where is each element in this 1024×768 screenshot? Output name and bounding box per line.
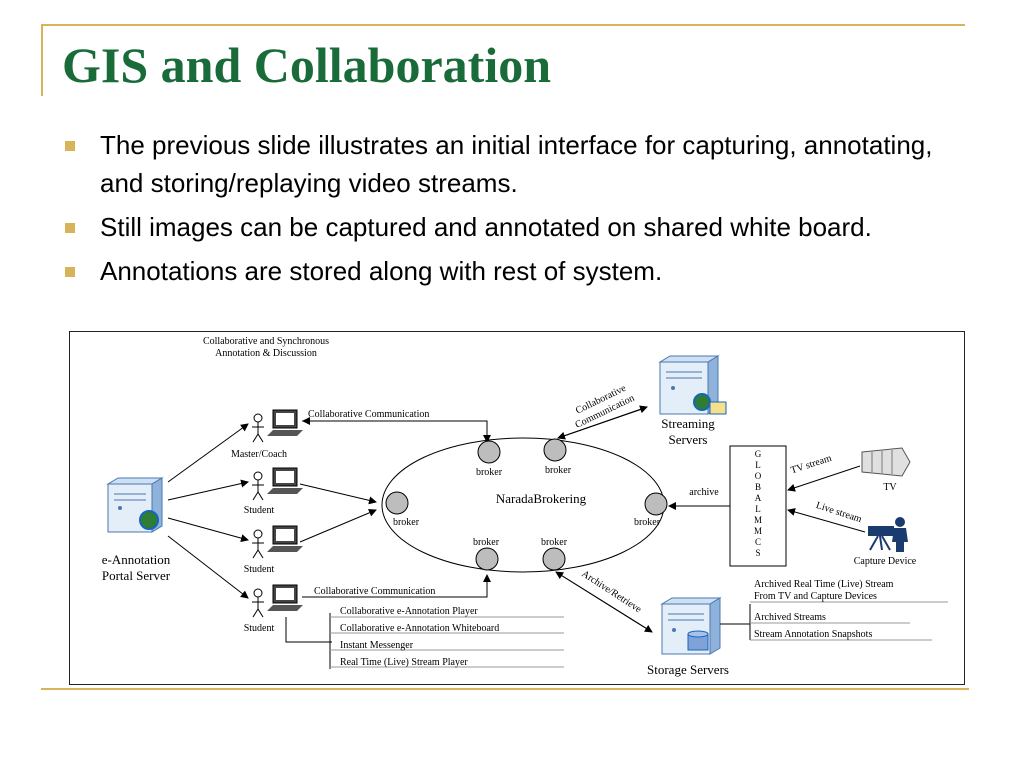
top-rule bbox=[41, 24, 965, 26]
storage-server-icon bbox=[660, 597, 722, 655]
globalmmcs-letters: G L O B A L M M C S bbox=[754, 449, 762, 558]
diagram-heading-line: Collaborative and Synchronous bbox=[203, 336, 329, 347]
user-label: Student bbox=[244, 623, 275, 634]
svg-text:B: B bbox=[755, 482, 761, 492]
storage-servers-label: Storage Servers bbox=[647, 662, 729, 677]
streaming-servers-label: Streaming bbox=[661, 416, 715, 431]
svg-text:M: M bbox=[754, 515, 762, 525]
user-computer-icon bbox=[252, 525, 303, 559]
broker-node bbox=[644, 492, 668, 516]
tool-label: Real Time (Live) Stream Player bbox=[340, 657, 468, 668]
user-label: Master/Coach bbox=[231, 449, 287, 460]
bullet-item: Still images can be captured and annotat… bbox=[62, 208, 962, 246]
collab-bottom-label: Collaborative Communication bbox=[314, 586, 435, 597]
archived-streams-label: Archived Streams bbox=[754, 612, 826, 623]
svg-text:L: L bbox=[755, 504, 761, 514]
tool-label: Collaborative e-Annotation Whiteboard bbox=[340, 623, 499, 634]
archived-realtime-label: Archived Real Time (Live) Stream bbox=[754, 579, 894, 590]
bullet-square-icon bbox=[65, 223, 75, 233]
svg-text:O: O bbox=[755, 471, 762, 481]
user-computer-icon bbox=[252, 584, 303, 618]
left-rule bbox=[41, 24, 43, 96]
broker-node bbox=[542, 547, 566, 571]
architecture-diagram: Collaborative and Synchronous Annotation… bbox=[69, 331, 965, 685]
bullet-square-icon bbox=[65, 267, 75, 277]
user-label: Student bbox=[244, 505, 275, 516]
user-computer-icon bbox=[252, 409, 303, 443]
streaming-servers-label: Servers bbox=[669, 432, 708, 447]
archived-realtime-label: From TV and Capture Devices bbox=[754, 591, 877, 602]
diagram-heading-line: Annotation & Discussion bbox=[215, 348, 317, 359]
broker-label: broker bbox=[634, 517, 661, 528]
svg-text:L: L bbox=[755, 460, 761, 470]
svg-text:M: M bbox=[754, 526, 762, 536]
portal-server-label: Portal Server bbox=[102, 568, 171, 583]
archive-retrieve-label: Archive/Retrieve bbox=[579, 569, 643, 616]
user-computer-icon bbox=[252, 467, 303, 501]
bullet-text: Annotations are stored along with rest o… bbox=[100, 256, 663, 286]
bullet-text: Still images can be captured and annotat… bbox=[100, 212, 872, 242]
archive-label: archive bbox=[689, 487, 719, 498]
tv-label: TV bbox=[883, 482, 897, 493]
portal-server-icon bbox=[106, 477, 164, 533]
globalmmcs-box bbox=[729, 445, 787, 567]
broker-node bbox=[385, 491, 409, 515]
broker-label: broker bbox=[393, 517, 420, 528]
broker-label: broker bbox=[473, 537, 500, 548]
broker-node bbox=[543, 438, 567, 462]
broker-node bbox=[477, 440, 501, 464]
capture-device-label: Capture Device bbox=[854, 556, 917, 567]
svg-text:A: A bbox=[755, 493, 762, 503]
capture-device-icon bbox=[868, 517, 908, 552]
svg-text:S: S bbox=[755, 548, 760, 558]
naradabrokering-label: NaradaBrokering bbox=[496, 491, 587, 506]
svg-text:C: C bbox=[755, 537, 761, 547]
bullet-item: Annotations are stored along with rest o… bbox=[62, 252, 962, 290]
tv-stream-label: TV stream bbox=[789, 453, 833, 477]
collab-top-label: Collaborative Communication bbox=[308, 409, 429, 420]
portal-server-label: e-Annotation bbox=[102, 552, 171, 567]
tool-label: Collaborative e-Annotation Player bbox=[340, 606, 478, 617]
tool-label: Instant Messenger bbox=[340, 640, 414, 651]
broker-label: broker bbox=[545, 465, 572, 476]
user-label: Student bbox=[244, 564, 275, 575]
svg-text:G: G bbox=[755, 449, 762, 459]
bullet-square-icon bbox=[65, 141, 75, 151]
slide-title: GIS and Collaboration bbox=[62, 37, 552, 93]
stream-snapshots-label: Stream Annotation Snapshots bbox=[754, 629, 872, 640]
tv-icon bbox=[861, 447, 911, 477]
broker-label: broker bbox=[541, 537, 568, 548]
broker-node bbox=[475, 547, 499, 571]
live-stream-label: Live stream bbox=[814, 500, 863, 525]
streaming-server-icon bbox=[658, 355, 727, 415]
broker-label: broker bbox=[476, 467, 503, 478]
diagram-canvas: Collaborative and Synchronous Annotation… bbox=[102, 336, 948, 677]
bullet-text: The previous slide illustrates an initia… bbox=[100, 130, 933, 198]
bullet-item: The previous slide illustrates an initia… bbox=[62, 126, 962, 202]
bullet-list: The previous slide illustrates an initia… bbox=[62, 126, 962, 296]
bottom-rule bbox=[41, 688, 969, 690]
